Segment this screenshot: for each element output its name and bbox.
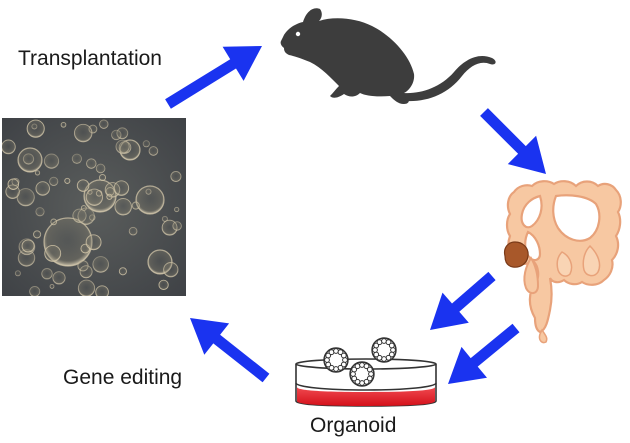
micro-organoid	[44, 244, 62, 262]
micro-organoid	[2, 139, 16, 155]
micro-organoid	[131, 201, 140, 210]
micro-organoid	[99, 119, 109, 129]
tumor-icon	[503, 241, 529, 268]
micro-organoid	[85, 188, 104, 206]
micro-organoid	[64, 177, 71, 184]
micro-organoid	[77, 279, 96, 296]
micro-organoid	[29, 285, 41, 296]
micro-organoid	[21, 239, 35, 253]
organoid-sphere-1	[323, 347, 349, 373]
micro-organoid	[106, 193, 113, 200]
micro-organoid	[76, 179, 90, 192]
micro-organoid	[71, 153, 83, 164]
micro-organoid	[86, 158, 97, 169]
micro-organoid-large-4	[135, 185, 165, 215]
micro-organoid	[31, 123, 38, 130]
micro-organoid	[85, 234, 102, 251]
micro-organoid	[33, 230, 42, 239]
organoid-label: Organoid	[310, 414, 397, 437]
organoid-sphere-2	[371, 337, 397, 363]
micro-organoid	[7, 178, 20, 190]
micro-organoid	[142, 140, 150, 148]
colon-icon	[503, 180, 622, 344]
micro-organoid	[22, 153, 35, 165]
cycle-arrow-icon-1	[165, 46, 262, 109]
micro-organoid	[41, 268, 53, 280]
micro-organoid	[50, 218, 58, 226]
cycle-arrows	[165, 46, 546, 384]
mouse-body	[280, 8, 415, 105]
micro-organoid	[49, 176, 59, 187]
micro-organoid	[92, 256, 110, 273]
mouse-icon	[280, 8, 496, 105]
micro-organoid	[60, 121, 67, 128]
micro-organoid	[170, 170, 182, 183]
cycle-arrow-icon-4	[448, 323, 520, 384]
micro-organoid	[174, 206, 180, 213]
micro-organoid	[52, 271, 66, 285]
micro-organoid	[163, 262, 179, 278]
micro-organoid	[111, 129, 122, 141]
micro-organoid	[95, 163, 106, 174]
organoid-sphere-3	[349, 361, 375, 387]
cycle-arrow-icon-5	[190, 318, 270, 383]
micro-organoid	[77, 207, 95, 226]
micro-organoid	[49, 283, 55, 289]
mouse-eye	[295, 31, 301, 37]
micro-organoid	[35, 207, 45, 217]
transplantation-label: Transplantation	[18, 47, 162, 70]
micro-organoid	[98, 173, 107, 182]
micro-organoid	[148, 146, 159, 156]
micro-organoid	[172, 221, 182, 231]
micro-organoid	[34, 170, 41, 176]
micro-organoid	[79, 265, 93, 279]
organoid-spheres	[323, 337, 397, 387]
micro-organoid	[73, 123, 93, 143]
cycle-arrow-icon-3	[430, 271, 496, 330]
micro-organoid	[158, 279, 169, 291]
micro-organoid	[14, 270, 21, 277]
micro-organoid	[145, 188, 152, 195]
micro-organoid	[35, 181, 50, 196]
micro-organoid	[113, 180, 130, 196]
micro-organoid	[128, 226, 138, 236]
cycle-arrow-icon-2	[480, 108, 546, 174]
micro-organoid	[118, 267, 127, 276]
micro-organoid	[43, 153, 60, 169]
organoid-dish-icon	[295, 337, 437, 407]
mouse-tail	[404, 55, 496, 102]
micro-organoid	[95, 285, 109, 296]
micro-organoid	[114, 198, 132, 216]
gene-editing-label: Gene editing	[63, 366, 183, 389]
micro-organoid	[115, 139, 130, 154]
organoid-micrograph-image	[2, 118, 186, 296]
